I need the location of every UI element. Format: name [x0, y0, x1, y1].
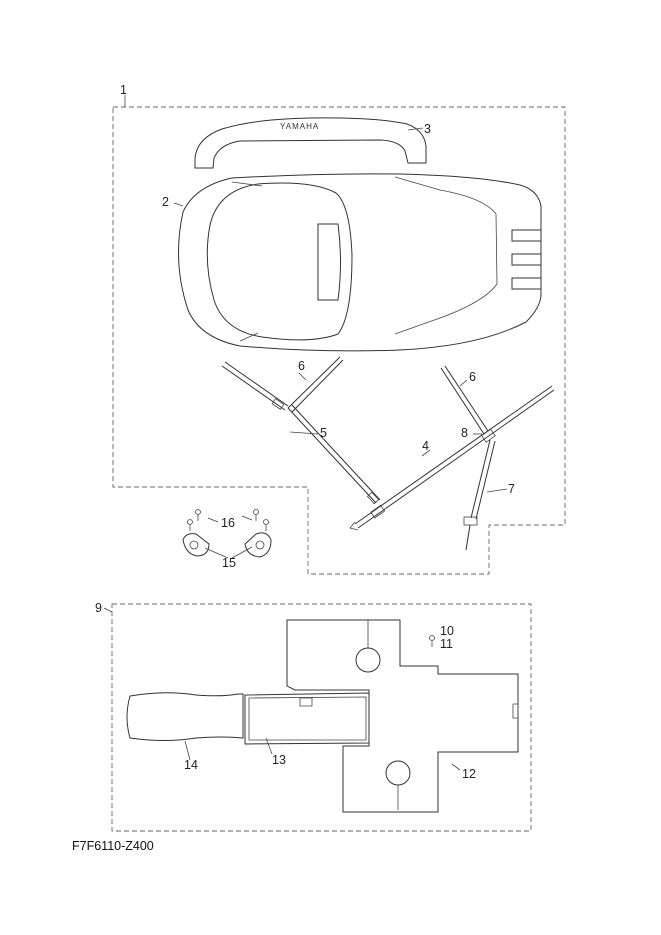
side-brace-part [463, 439, 496, 551]
left-pole-part [221, 356, 381, 505]
part-code-label: F7F6110-Z400 [72, 839, 154, 853]
callout-3: 3 [424, 122, 431, 136]
callout-14: 14 [184, 758, 198, 772]
callout-9: 9 [95, 601, 102, 615]
front-mat-part [244, 692, 370, 745]
fasteners-part [429, 635, 435, 647]
callout-8: 8 [461, 426, 468, 440]
callout-7: 7 [508, 482, 515, 496]
callout-6-right: 6 [469, 370, 476, 384]
group-9-boundary [111, 603, 532, 832]
callout-12: 12 [462, 767, 476, 781]
callout-15: 15 [222, 556, 236, 570]
callout-10: 10 [440, 624, 454, 638]
main-frame-part [349, 365, 555, 531]
callout-2: 2 [162, 195, 169, 209]
callout-16: 16 [221, 516, 235, 530]
cover-part [178, 173, 542, 352]
grab-strap-part [194, 117, 427, 169]
deck-mat-part [286, 619, 519, 813]
brackets-part [182, 509, 272, 558]
seat-cushion-part [126, 692, 244, 741]
callout-6-left: 6 [298, 359, 305, 373]
callout-13: 13 [272, 753, 286, 767]
group-1-boundary [112, 106, 566, 575]
callout-1: 1 [120, 83, 127, 97]
callout-11: 11 [440, 637, 453, 651]
leader-lines [184, 372, 508, 771]
callout-4: 4 [422, 439, 429, 453]
yamaha-logo: YAMAHA [280, 122, 319, 131]
callout-5: 5 [320, 426, 327, 440]
